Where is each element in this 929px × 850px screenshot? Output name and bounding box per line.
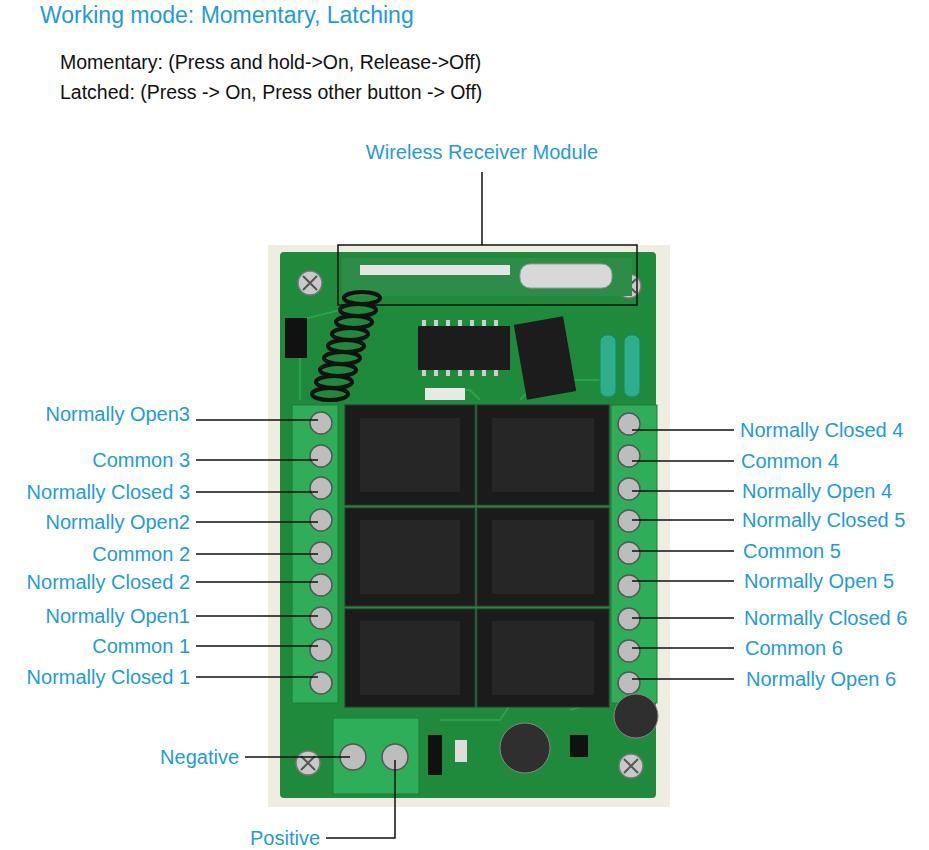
relays	[345, 405, 609, 707]
antenna-coil	[312, 292, 380, 400]
terminal-label: Normally Open 6	[746, 667, 896, 691]
smd-part	[455, 740, 467, 762]
part-label: Wireless Receiver Module	[366, 140, 598, 164]
terminal-label: Normally Open1	[45, 604, 190, 628]
mode-note: Momentary: (Press and hold->On, Release-…	[60, 50, 481, 74]
terminal-label: Normally Closed 4	[740, 418, 903, 442]
terminal-label: Common 2	[92, 542, 190, 566]
mode-note: Latched: (Press -> On, Press other butto…	[60, 80, 482, 104]
module-bracket	[338, 245, 637, 305]
terminal-label: Normally Closed 5	[742, 508, 905, 532]
power-screws	[340, 744, 408, 770]
inductor	[600, 335, 616, 397]
power-label: Positive	[250, 826, 320, 850]
terminal-block	[611, 405, 657, 703]
terminal-label: Normally Open3	[45, 402, 190, 426]
inductor	[624, 335, 640, 397]
transistor	[570, 735, 588, 757]
terminal-label: Normally Open2	[45, 510, 190, 534]
power-terminal	[333, 718, 419, 794]
title: Working mode: Momentary, Latching	[40, 1, 414, 29]
terminal-label: Normally Closed 3	[27, 480, 190, 504]
diode	[428, 735, 442, 775]
board-backing	[268, 245, 670, 807]
screw-slots	[301, 276, 638, 773]
crystal	[520, 264, 612, 288]
module-pins	[360, 265, 510, 275]
relay-faces	[360, 418, 594, 695]
driver-ic	[514, 316, 576, 400]
smd-part	[425, 388, 465, 400]
terminal-label: Normally Closed 1	[27, 665, 190, 689]
capacitor	[500, 723, 550, 773]
terminal-label: Common 3	[92, 448, 190, 472]
terminal-label: Common 4	[741, 449, 839, 473]
terminal-label: Normally Open 4	[742, 479, 892, 503]
power-label: Negative	[160, 745, 239, 769]
terminal-label: Common 6	[745, 636, 843, 660]
terminal-label: Normally Closed 2	[27, 570, 190, 594]
receiver-module	[342, 258, 632, 296]
pcb	[280, 252, 656, 798]
decoder-ic	[418, 326, 510, 370]
jumper	[285, 318, 307, 358]
capacitor	[614, 694, 658, 738]
terminal-label: Common 5	[743, 539, 841, 563]
terminal-label: Normally Open 5	[744, 569, 894, 593]
terminal-label: Normally Closed 6	[744, 606, 907, 630]
leader-lines	[196, 172, 734, 838]
terminal-label: Common 1	[92, 634, 190, 658]
ic-pins	[422, 320, 498, 376]
mounting-screws	[296, 271, 643, 778]
terminal-screws	[310, 412, 640, 694]
